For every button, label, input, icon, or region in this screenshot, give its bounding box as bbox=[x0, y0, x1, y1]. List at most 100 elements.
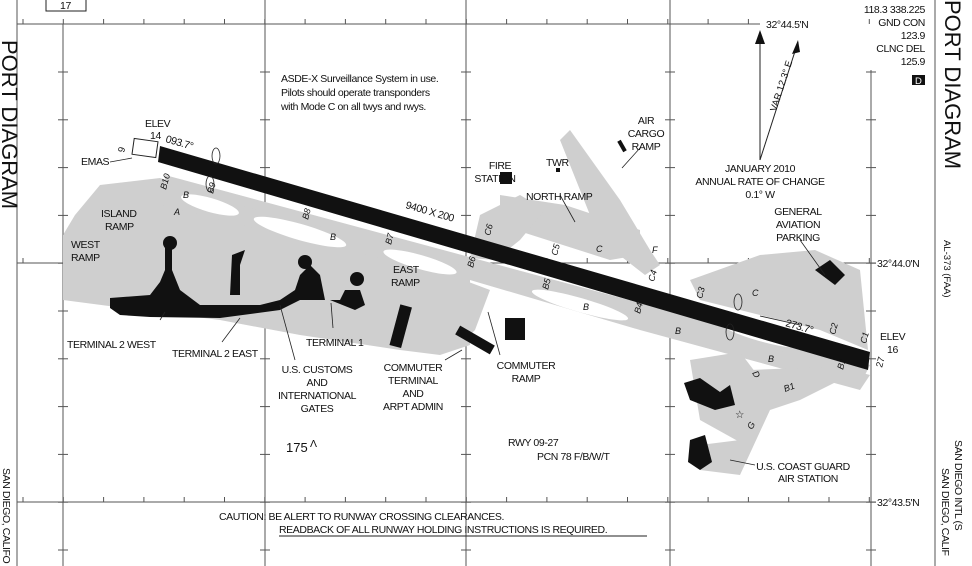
label-coast-guard-2: AIR STATION bbox=[778, 473, 838, 485]
mag-line-2: ANNUAL RATE OF CHANGE bbox=[695, 176, 825, 188]
asde-note-3: with Mode C on all twys and rwys. bbox=[280, 101, 426, 113]
page-number-box bbox=[45, 0, 87, 12]
leader-lines bbox=[109, 147, 826, 466]
label-terminal-2-west: TERMINAL 2 WEST bbox=[67, 339, 157, 351]
label-air-cargo: AIR bbox=[638, 115, 655, 127]
star-icon: ☆ bbox=[735, 409, 745, 421]
taxiway-c: C bbox=[596, 244, 603, 254]
taxiway-b1-2: B1 bbox=[835, 357, 848, 370]
label-commuter-terminal-2: TERMINAL bbox=[388, 375, 438, 387]
label-north-ramp: NORTH RAMP bbox=[526, 191, 593, 203]
clnc-del-freq: 125.9 bbox=[901, 56, 926, 68]
label-commuter-terminal-3: AND bbox=[403, 388, 425, 400]
taxiway-b5: B5 bbox=[540, 276, 553, 290]
label-east-ramp-2: RAMP bbox=[391, 277, 420, 289]
taxiway-c5: C5 bbox=[549, 242, 562, 257]
airspace-class: D bbox=[915, 76, 922, 87]
elev-east: 16 bbox=[887, 344, 898, 356]
taxiway-b9: B9 bbox=[205, 181, 218, 194]
taxiway-b4: B4 bbox=[632, 301, 645, 314]
label-terminal-1: TERMINAL 1 bbox=[306, 337, 364, 349]
label-customs: U.S. CUSTOMS bbox=[282, 364, 353, 376]
label-emas: EMAS bbox=[81, 156, 110, 168]
taxiway-c4: C4 bbox=[646, 269, 659, 283]
taxiway-b10: B10 bbox=[158, 172, 172, 190]
taxiway-b6: B6 bbox=[465, 255, 478, 268]
caution-line-1: CAUTION: BE ALERT TO RUNWAY CROSSING CLE… bbox=[219, 511, 504, 523]
label-tower: TWR bbox=[546, 157, 570, 169]
label-west-ramp: WEST bbox=[71, 239, 101, 251]
taxiway-b-4: B bbox=[675, 326, 681, 336]
label-customs-2: AND bbox=[307, 377, 329, 389]
clnc-del-label: CLNC DEL bbox=[876, 43, 925, 55]
lat-top: 32°44.5'N bbox=[766, 19, 808, 31]
page-number: 17 bbox=[60, 0, 71, 12]
runway-end-9: 9 bbox=[116, 146, 128, 154]
label-ga-parking-3: PARKING bbox=[776, 232, 820, 244]
label-island-ramp-2: RAMP bbox=[105, 221, 134, 233]
label-island-ramp: ISLAND bbox=[101, 208, 137, 220]
taxiway-b8: B8 bbox=[300, 207, 313, 220]
title-left: PORT DIAGRAM bbox=[0, 40, 22, 209]
obstacle-elev: 175 bbox=[286, 440, 308, 455]
title-right: PORT DIAGRAM bbox=[940, 0, 965, 169]
taxiway-f: F bbox=[652, 245, 658, 255]
label-commuter-terminal: COMMUTER bbox=[384, 362, 443, 374]
terminal-buildings bbox=[110, 139, 845, 470]
lat-bottom: 32°43.5'N bbox=[877, 497, 919, 509]
label-air-cargo-2: CARGO bbox=[628, 128, 665, 140]
hot-spots bbox=[205, 147, 743, 341]
gnd-con-label: GND CON bbox=[878, 17, 925, 29]
taxiway-b: B bbox=[183, 190, 189, 200]
label-air-cargo-3: RAMP bbox=[632, 141, 661, 153]
taxiway-c3: C3 bbox=[694, 286, 707, 300]
airport-name: SAN DIEGO INTL (S bbox=[952, 440, 964, 531]
runway-09-27 bbox=[158, 146, 870, 370]
city-left: SAN DIEGO, CALIFO bbox=[0, 468, 12, 564]
taxiway-g: G bbox=[745, 420, 757, 431]
taxiway-c6: C6 bbox=[482, 223, 495, 237]
label-ga-parking: GENERAL bbox=[774, 206, 822, 218]
label-customs-3: INTERNATIONAL bbox=[278, 390, 357, 402]
label-fire-station-2: STATION bbox=[474, 173, 515, 185]
label-commuter-terminal-4: ARPT ADMIN bbox=[383, 401, 443, 413]
label-ga-parking-2: AVIATION bbox=[776, 219, 820, 231]
taxiway-labels: B B B B B A C C F D G B1 B1 B4 B5 B6 B7 … bbox=[158, 172, 871, 431]
mag-line-1: JANUARY 2010 bbox=[725, 163, 796, 175]
atis-freq: 118.3 338.225 bbox=[864, 4, 926, 16]
taxiway-b-3: B bbox=[583, 302, 589, 312]
elev-west: 14 bbox=[150, 130, 161, 142]
label-west-ramp-2: RAMP bbox=[71, 252, 100, 264]
obstacle-icon: Λ bbox=[310, 438, 317, 450]
rwy-info-1: RWY 09-27 bbox=[508, 437, 559, 449]
lat-mid: 32°44.0'N bbox=[877, 258, 919, 270]
fire-station-building bbox=[500, 172, 512, 184]
emas-box bbox=[131, 137, 159, 159]
taxiway-b7: B7 bbox=[383, 231, 396, 245]
place-labels: EMAS ISLAND RAMP WEST RAMP EAST RAMP TER… bbox=[67, 115, 851, 485]
asde-note-1: ASDE-X Surveillance System in use. bbox=[281, 73, 438, 85]
mag-line-3: 0.1° W bbox=[745, 189, 775, 201]
north-arrow bbox=[755, 30, 800, 161]
rwy-info-2: PCN 78 F/B/W/T bbox=[537, 451, 611, 463]
label-coast-guard: U.S. COAST GUARD bbox=[756, 461, 851, 473]
label-fire-station: FIRE bbox=[489, 160, 512, 172]
taxiway-a: A bbox=[173, 207, 180, 217]
mag-variation: VAR 12.3° E bbox=[768, 59, 795, 113]
caution-line-2: READBACK OF ALL RUNWAY HOLDING INSTRUCTI… bbox=[279, 524, 607, 536]
taxiway-d: D bbox=[750, 369, 762, 380]
label-terminal-2-east: TERMINAL 2 EAST bbox=[172, 348, 259, 360]
label-customs-4: GATES bbox=[301, 403, 334, 415]
label-commuter-ramp-2: RAMP bbox=[512, 373, 541, 385]
chart-id: AL-373 (FAA) bbox=[941, 240, 952, 298]
city-right: SAN DIEGO, CALIF bbox=[939, 468, 951, 556]
taxiway-c-2: C bbox=[752, 288, 759, 298]
elev-east-label: ELEV bbox=[880, 331, 906, 343]
asde-note-2: Pilots should operate transponders bbox=[281, 87, 430, 99]
label-east-ramp: EAST bbox=[393, 264, 420, 276]
taxiway-b1: B1 bbox=[782, 381, 796, 394]
elev-west-label: ELEV bbox=[145, 118, 171, 130]
taxiway-b-5: B bbox=[768, 354, 774, 364]
tower-icon bbox=[556, 168, 560, 172]
taxiway-c1: C1 bbox=[858, 331, 871, 345]
